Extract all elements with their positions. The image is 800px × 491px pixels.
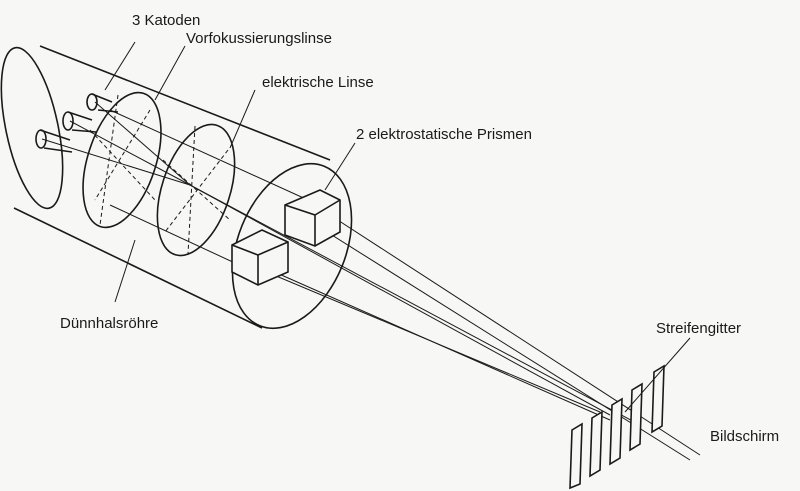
beams <box>41 101 701 461</box>
prefocus-lens <box>82 91 162 229</box>
cathodes <box>35 93 119 153</box>
prisms <box>231 189 341 286</box>
stripe-grid <box>569 364 665 490</box>
label-prefocus-lens: Vorfokussierungslinse <box>186 30 332 47</box>
label-electric-lens: elektrische Linse <box>262 74 374 91</box>
label-cathodes: 3 Katoden <box>132 12 201 29</box>
label-prisms: 2 elektrostatische Prismen <box>356 126 532 143</box>
label-screen: Bildschirm <box>710 428 780 445</box>
leader-lines <box>104 41 691 413</box>
label-thin-neck-tube: Dünnhalsröhre <box>60 315 159 332</box>
label-stripe-grid: Streifengitter <box>656 320 742 337</box>
electric-lens <box>156 123 236 257</box>
